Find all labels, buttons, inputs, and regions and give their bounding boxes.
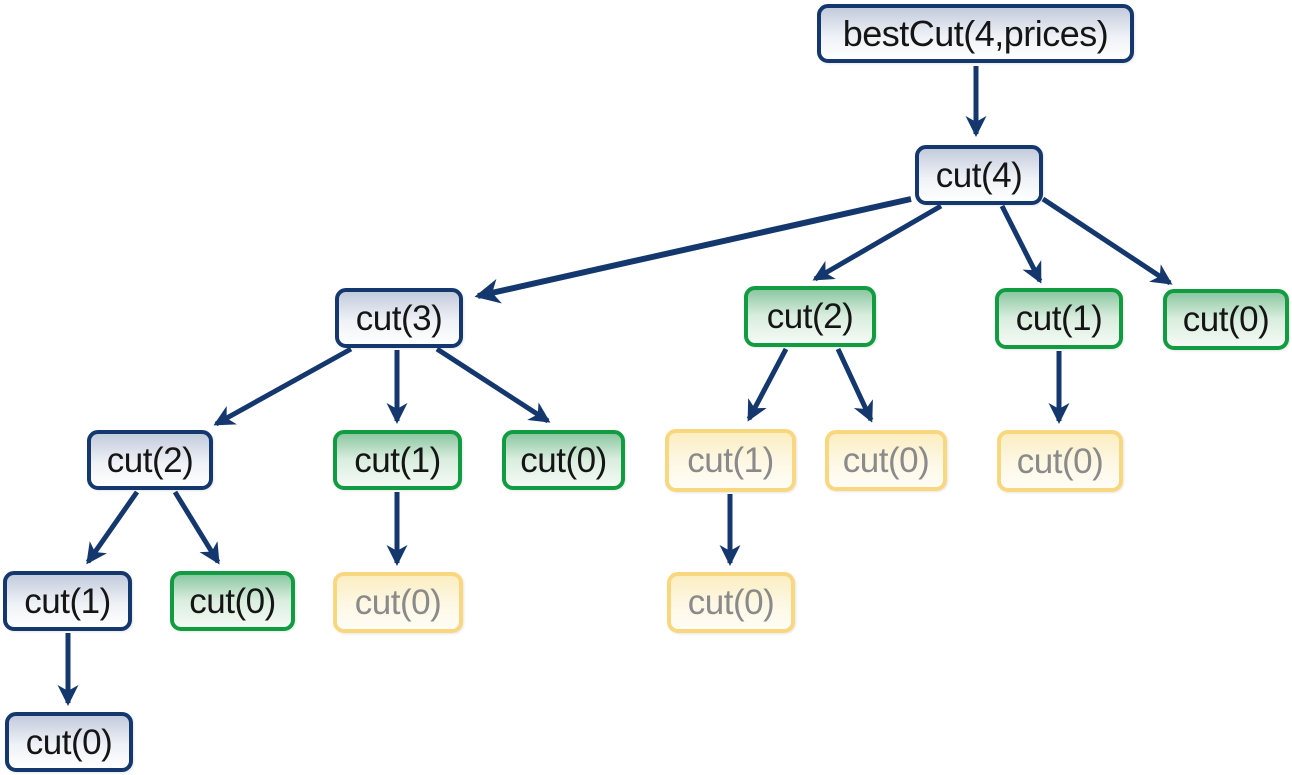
edge-cut4-to-cut2-green bbox=[812, 203, 943, 282]
node-cut-1-under-4: cut(1) bbox=[995, 288, 1123, 349]
node-cut-2-under-3: cut(2) bbox=[87, 430, 213, 490]
node-cut-0-under-2b: cut(0) bbox=[170, 571, 295, 631]
edge-cut2blue-to-cut0-green bbox=[172, 490, 221, 565]
edge-cut2green-to-cut1-yellow bbox=[746, 347, 789, 422]
edge-cut4-to-cut1-green bbox=[999, 204, 1043, 284]
node-cut-0-under-4: cut(0) bbox=[1163, 289, 1289, 350]
edge-cut4-to-cut0-green bbox=[1041, 196, 1173, 286]
edge-cut3-to-cut2-blue bbox=[213, 346, 353, 427]
node-cut-4: cut(4) bbox=[915, 145, 1043, 205]
node-cut-0-under-3: cut(0) bbox=[502, 430, 625, 490]
node-bestcut-4: bestCut(4,prices) bbox=[817, 4, 1134, 63]
node-cut-0-under-1g4: cut(0) bbox=[997, 430, 1123, 492]
node-cut-0-under-1g3: cut(0) bbox=[333, 572, 463, 633]
edge-cut3-to-cut0-green bbox=[435, 346, 551, 424]
edge-cut2blue-to-cut1-blue bbox=[85, 490, 140, 565]
edge-cut4-to-cut3 bbox=[474, 196, 912, 304]
node-cut-0-under-1y: cut(0) bbox=[667, 572, 795, 633]
node-cut-0-under-2g: cut(0) bbox=[825, 430, 947, 491]
edge-cut2green-to-cut0-yellow bbox=[835, 347, 874, 423]
node-cut-0-under-1b: cut(0) bbox=[5, 712, 133, 772]
node-cut-1-under-3: cut(1) bbox=[333, 430, 462, 490]
node-cut-3: cut(3) bbox=[335, 288, 463, 348]
node-cut-2-under-4: cut(2) bbox=[744, 286, 876, 347]
node-cut-1-under-2b: cut(1) bbox=[3, 571, 132, 631]
node-cut-1-under-2g: cut(1) bbox=[665, 429, 796, 492]
